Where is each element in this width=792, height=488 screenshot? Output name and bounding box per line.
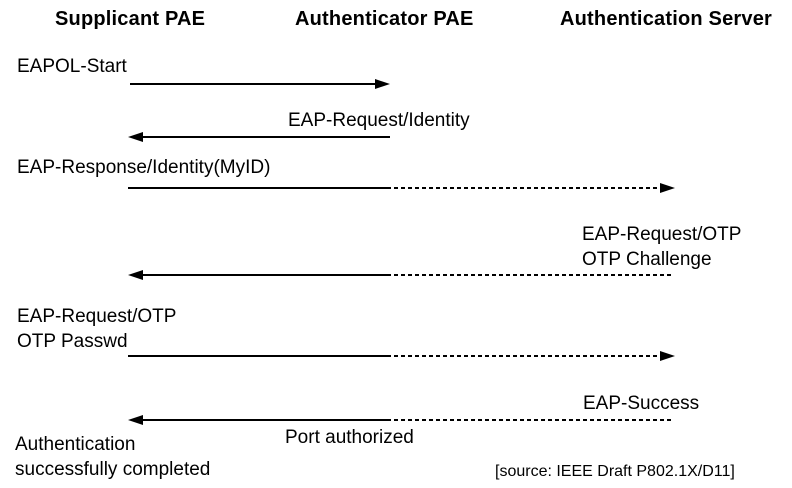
arrowhead-left-icon bbox=[128, 270, 143, 280]
message-label-line1: EAP-Request/OTP bbox=[17, 306, 177, 327]
arrow-line-dotted-otp-challenge bbox=[387, 274, 673, 276]
arrow-line-dotted-eap-response-identity bbox=[387, 187, 660, 189]
annotation-line1: Authentication bbox=[15, 434, 136, 455]
message-label-eap-response-identity: EAP-Response/Identity(MyID) bbox=[17, 157, 271, 178]
annotation-line2: successfully completed bbox=[15, 459, 211, 480]
arrow-line-solid-otp-passwd bbox=[128, 355, 387, 357]
arrowhead-right-icon bbox=[660, 351, 675, 361]
arrow-line-dotted-otp-passwd bbox=[387, 355, 660, 357]
arrowhead-left-icon bbox=[128, 415, 143, 425]
message-label-line2: OTP Challenge bbox=[582, 249, 712, 270]
message-label-eap-success: EAP-Success bbox=[583, 393, 700, 414]
arrowhead-left-icon bbox=[128, 132, 143, 142]
arrowhead-right-icon bbox=[375, 79, 390, 89]
message-label-line1: EAP-Request/OTP bbox=[582, 224, 742, 245]
message-label-eap-request-otp-challenge: EAP-Request/OTP OTP Challenge bbox=[582, 222, 741, 272]
message-label-eap-request-otp-passwd: EAP-Request/OTP OTP Passwd bbox=[17, 304, 176, 354]
arrowhead-right-icon bbox=[660, 183, 675, 193]
message-label-eap-request-identity: EAP-Request/Identity bbox=[288, 110, 470, 131]
message-label-line2: OTP Passwd bbox=[17, 331, 128, 352]
annotation-authentication-completed: Authentication successfully completed bbox=[15, 432, 210, 482]
arrow-line-solid-eap-success bbox=[142, 419, 387, 421]
arrow-line-dotted-eap-success bbox=[387, 419, 672, 421]
arrow-line-eap-request-identity bbox=[142, 136, 390, 138]
arrow-line-eapol-start bbox=[130, 83, 378, 85]
column-header-supplicant-pae: Supplicant PAE bbox=[55, 8, 206, 30]
annotation-port-authorized: Port authorized bbox=[285, 427, 414, 448]
arrow-line-solid-otp-challenge bbox=[142, 274, 387, 276]
arrow-line-solid-eap-response-identity bbox=[128, 187, 387, 189]
column-header-authenticator-pae: Authenticator PAE bbox=[295, 8, 474, 30]
message-label-eapol-start: EAPOL-Start bbox=[17, 56, 127, 77]
source-citation: [source: IEEE Draft P802.1X/D11] bbox=[495, 463, 735, 480]
column-header-authentication-server: Authentication Server bbox=[560, 8, 773, 30]
